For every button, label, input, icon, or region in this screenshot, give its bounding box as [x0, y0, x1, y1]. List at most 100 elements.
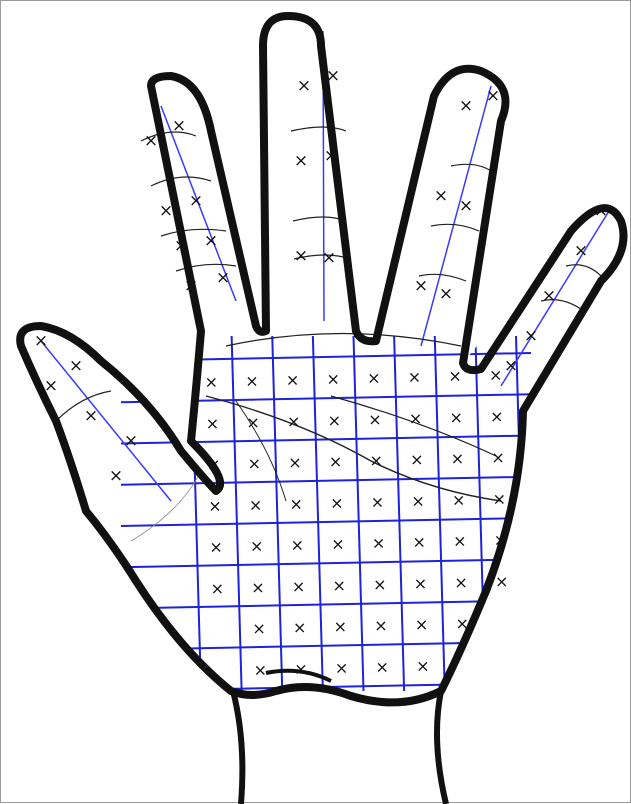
cross-mark: × [491, 448, 504, 467]
middle-joint-arc [291, 127, 346, 131]
cross-mark: × [206, 414, 219, 433]
cross-mark: × [326, 370, 339, 389]
cross-mark: × [109, 466, 123, 486]
cross-mark: × [493, 489, 506, 508]
cross-mark: × [294, 659, 307, 678]
pinky-joint-arc [566, 265, 601, 276]
cross-mark: × [251, 578, 264, 597]
cross-mark: × [416, 656, 429, 675]
cross-mark: × [292, 577, 305, 596]
grid-vertical-line [232, 336, 242, 691]
cross-mark: × [409, 409, 422, 428]
grid-vertical-line [516, 336, 526, 691]
grid-horizontal-line [121, 601, 531, 609]
cross-mark: × [294, 151, 308, 171]
cross-mark: × [542, 286, 556, 306]
index-joint-arc [151, 177, 211, 186]
life-line-extension [131, 471, 201, 541]
cross-mark: × [448, 367, 461, 386]
cross-mark: × [454, 573, 467, 592]
grid-vertical-line [394, 336, 404, 691]
cross-mark: × [408, 368, 421, 387]
cross-mark: × [374, 616, 387, 635]
cross-mark: × [211, 579, 224, 598]
cross-mark: × [204, 231, 218, 251]
cross-mark: × [252, 619, 265, 638]
cross-mark: × [287, 412, 300, 431]
cross-mark: × [297, 76, 311, 96]
cross-mark: × [490, 407, 503, 426]
cross-mark: × [250, 537, 263, 556]
cross-mark: × [248, 454, 261, 473]
grid-vertical-line [435, 336, 445, 691]
cross-mark: × [367, 369, 380, 388]
cross-mark: × [372, 534, 385, 553]
cross-mark: × [368, 410, 381, 429]
cross-mark: × [216, 268, 230, 288]
cross-mark: × [205, 373, 218, 392]
cross-mark: × [332, 576, 345, 595]
grid-horizontal-line [121, 436, 531, 444]
cross-mark: × [124, 431, 138, 451]
grid-vertical-line [313, 336, 323, 691]
cross-mark: × [69, 356, 83, 376]
wrist-left-line [233, 691, 242, 804]
cross-mark: × [294, 246, 308, 266]
grid-horizontal-line [121, 559, 531, 567]
cross-mark: × [293, 618, 306, 637]
cross-mark: × [84, 406, 98, 426]
cross-mark: × [459, 196, 473, 216]
grid-horizontal-line [121, 477, 531, 485]
cross-mark: × [331, 535, 344, 554]
cross-mark: × [415, 615, 428, 634]
grid-vertical-line [475, 336, 485, 691]
cross-mark: × [574, 241, 588, 261]
cross-mark: × [159, 201, 173, 221]
cross-mark: × [524, 326, 538, 346]
cross-mark: × [453, 532, 466, 551]
cross-mark: × [329, 452, 342, 471]
hand-outline [20, 16, 623, 702]
cross-mark: × [439, 284, 453, 304]
cross-mark: × [411, 491, 424, 510]
cross-mark: × [376, 657, 389, 676]
cross-mark: × [334, 617, 347, 636]
cross-mark: × [245, 372, 258, 391]
wrist-right-line [437, 691, 446, 804]
cross-mark: × [451, 449, 464, 468]
cross-mark: × [414, 574, 427, 593]
cross-mark: × [410, 450, 423, 469]
cross-mark: × [371, 492, 384, 511]
cross-mark: × [373, 575, 386, 594]
cross-mark: × [414, 276, 428, 296]
cross-mark: × [328, 411, 341, 430]
cross-mark: × [370, 451, 383, 470]
cross-mark: × [189, 191, 203, 211]
cross-mark: × [434, 186, 448, 206]
cross-mark: × [495, 572, 508, 591]
cross-mark: × [413, 533, 426, 552]
cross-mark: × [504, 356, 518, 376]
ring-joint-arc [451, 164, 491, 171]
cross-mark: × [254, 660, 267, 679]
grid-horizontal-line [121, 394, 531, 402]
cross-mark: × [209, 538, 222, 557]
cross-mark: × [452, 490, 465, 509]
cross-mark: × [489, 366, 502, 385]
cross-mark: × [322, 248, 336, 268]
life-line [236, 401, 286, 501]
cross-mark: × [289, 494, 302, 513]
grid-vertical-line [272, 336, 282, 691]
ring-joint-arc [431, 224, 479, 231]
grid-horizontal-line [121, 353, 531, 361]
grid-vertical-line [354, 336, 364, 691]
grid-horizontal-line [121, 518, 531, 526]
ring-center-line [421, 86, 491, 346]
cross-mark: × [34, 331, 48, 351]
cross-mark: × [450, 408, 463, 427]
cross-mark: × [335, 658, 348, 677]
cross-mark: × [288, 453, 301, 472]
cross-mark: × [246, 413, 259, 432]
